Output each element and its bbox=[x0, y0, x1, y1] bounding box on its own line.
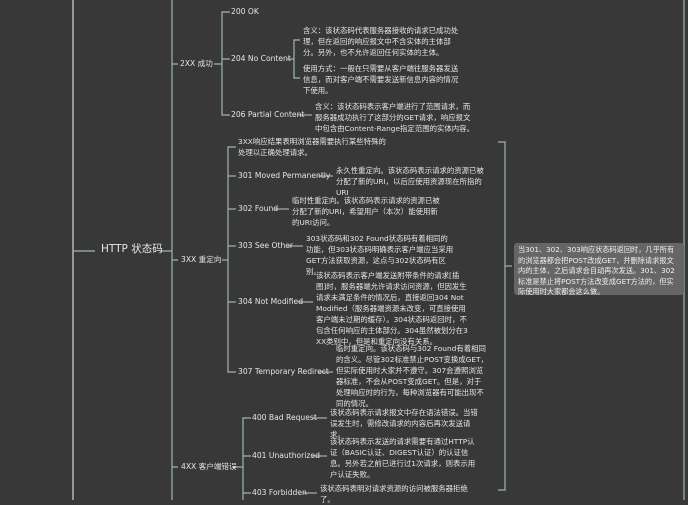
desc-400: 该状态码表示请求报文中存在语法错误。当错误发生时，需修改请求的内容后再次发送请求… bbox=[330, 408, 478, 439]
desc-301: 永久性重定向。该状态码表示请求的资源已被分配了新的URI，以后应使用资源现在所指… bbox=[336, 166, 484, 197]
desc-401: 该状态码表示发送的请求需要有通过HTTP认证（BASIC认证、DIGEST认证）… bbox=[330, 437, 476, 479]
desc-204-usage: 使用方式：一般在只需要从客户端往服务器发送信息，而对客户端不需要发送新信息内容的… bbox=[303, 64, 459, 95]
node-304[interactable]: 304 Not Modified bbox=[238, 297, 304, 306]
desc-307: 临时重定向。该状态码与302 Found有着相同的含义。尽管302标准禁止POS… bbox=[336, 344, 488, 408]
group-2xx[interactable]: 2XX 成功 bbox=[180, 59, 213, 68]
node-206[interactable]: 206 Partial Content bbox=[231, 110, 305, 119]
redirect-note: 当301、302、303响应状态码返回时，几乎所有的浏览器都会把POST改成GE… bbox=[514, 243, 684, 296]
node-301[interactable]: 301 Moved Permanently bbox=[238, 171, 331, 180]
desc-304: 该状态码表示客户端发送附带条件的请求[插图]时，服务器端允许请求访问资源，但因发… bbox=[316, 271, 468, 346]
node-307[interactable]: 307 Temporary Redirect bbox=[238, 367, 329, 376]
node-400[interactable]: 400 Bad Request bbox=[252, 413, 317, 422]
node-204[interactable]: 204 No Content bbox=[231, 54, 291, 63]
intro-3xx: 3XX响应结果表明浏览器需要执行某些特殊的处理以正确处理请求。 bbox=[238, 137, 386, 157]
node-303[interactable]: 303 See Other bbox=[238, 241, 294, 250]
node-401[interactable]: 401 Unauthorized bbox=[252, 451, 320, 460]
desc-403: 该状态码表明对请求资源的访问被服务器拒绝了。 bbox=[320, 484, 468, 504]
desc-302: 临时性重定向。该状态码表示请求的资源已被分配了新的URI，希望用户（本次）能使用… bbox=[292, 196, 440, 227]
group-4xx[interactable]: 4XX 客户端错误 bbox=[181, 462, 237, 471]
group-3xx[interactable]: 3XX 重定向 bbox=[181, 255, 222, 264]
node-403[interactable]: 403 Forbidden bbox=[252, 488, 307, 497]
node-200[interactable]: 200 OK bbox=[231, 7, 259, 16]
desc-206: 含义：该状态码表示客户端进行了范围请求，而服务器成功执行了这部分的GET请求，响… bbox=[315, 102, 474, 133]
desc-204-meaning: 含义：该状态码代表服务器接收的请求已成功处理，但在返回的响应报文中不含实体的主体… bbox=[303, 26, 459, 57]
node-302[interactable]: 302 Found bbox=[238, 204, 279, 213]
desc-303: 303状态码和302 Found状态码有着相同的功能，但303状态码明确表示客户… bbox=[306, 234, 454, 276]
root-node[interactable]: HTTP 状态码 bbox=[101, 243, 163, 255]
